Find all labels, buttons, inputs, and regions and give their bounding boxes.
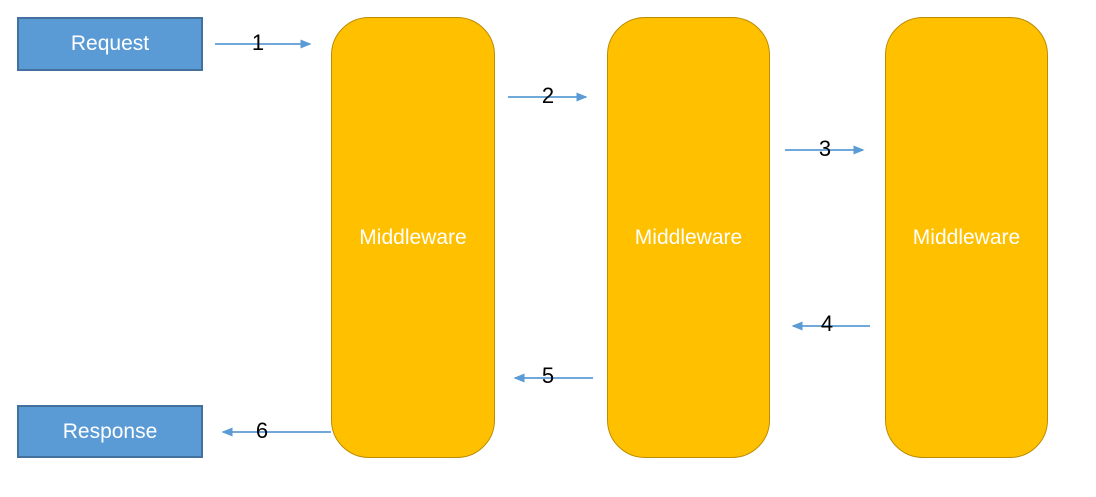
step-number-1: 1	[251, 30, 265, 55]
middleware-box-1: Middleware	[331, 17, 495, 458]
step-number-4: 4	[820, 311, 834, 336]
request-label: Request	[70, 32, 150, 55]
step-number-6: 6	[255, 418, 269, 443]
middleware-label-3: Middleware	[912, 225, 1021, 249]
middleware-box-3: Middleware	[885, 17, 1048, 458]
response-label: Response	[62, 419, 158, 443]
middleware-label-1: Middleware	[359, 225, 467, 249]
request-box: Request	[17, 17, 203, 71]
middleware-label-2: Middleware	[634, 225, 743, 249]
middleware-box-2: Middleware	[607, 17, 770, 458]
step-number-3: 3	[818, 136, 832, 161]
response-box: Response	[17, 405, 203, 458]
step-number-5: 5	[541, 363, 555, 388]
step-number-2: 2	[541, 83, 555, 108]
